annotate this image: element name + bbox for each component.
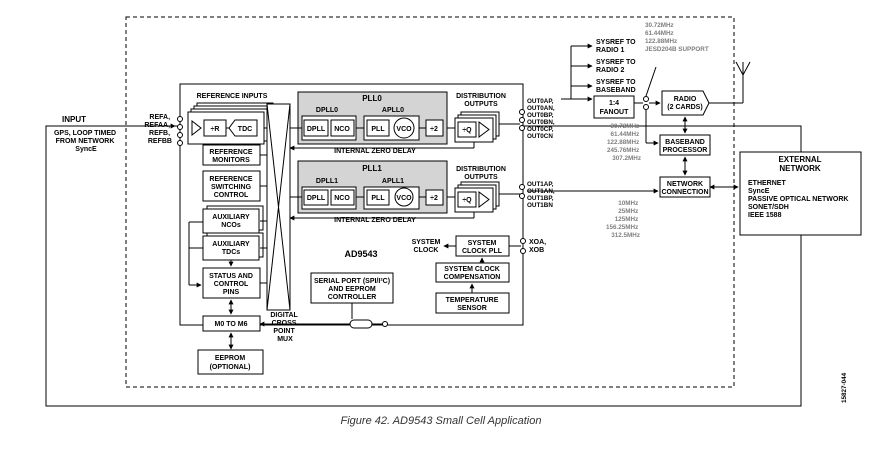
internal-zero-delay-1: INTERNAL ZERO DELAY	[334, 217, 416, 224]
freq-mid-label: 30.72MHz 61.44MHz 122.88MHz 245.76MHz 30…	[607, 123, 641, 162]
svg-text:÷R: ÷R	[211, 126, 220, 133]
input-label: INPUT	[62, 115, 86, 124]
svg-text:APLL0: APLL0	[382, 107, 404, 114]
auxiliary-tdcs-block	[202, 235, 260, 261]
svg-text:M0 TO M6: M0 TO M6	[215, 321, 248, 328]
ref-pin-circle	[177, 116, 183, 122]
reference-inputs-label: REFERENCE INPUTS	[197, 93, 268, 100]
ref-pin-circle	[177, 132, 183, 138]
eeprom-block	[197, 349, 264, 375]
svg-text:RADIO(2 CARDS): RADIO(2 CARDS)	[667, 96, 702, 111]
xoa-xob-label: XOA,XOB	[529, 239, 546, 254]
ref-pin-circle	[177, 124, 183, 130]
serial-bus-connector	[349, 319, 373, 329]
svg-text:NCO: NCO	[334, 195, 350, 202]
reference-switching-block	[202, 170, 261, 202]
svg-text:DPLL1: DPLL1	[316, 178, 338, 185]
svg-text:DPLL: DPLL	[307, 126, 326, 133]
figure-caption: Figure 42. AD9543 Small Cell Application	[341, 415, 542, 427]
svg-text:DPLL0: DPLL0	[316, 107, 338, 114]
ref-buffer-triangle	[191, 119, 202, 137]
svg-text:÷2: ÷2	[430, 195, 438, 202]
svg-text:PLL0: PLL0	[362, 94, 382, 103]
serial-port-block	[310, 272, 394, 304]
radio-block	[661, 90, 710, 116]
fanout-block	[593, 95, 635, 119]
freq-net-label: 10MHz 25MHz 125MHz 156.25MHz 312.5MHz	[606, 200, 640, 239]
freq-top-label: 30.72MHz 61.44MHz 122.88MHz JESD204B SUP…	[645, 22, 709, 53]
svg-text:VCO: VCO	[396, 126, 412, 133]
ref-pin-circle	[177, 140, 183, 146]
out1-pins-label: OUT1AP, OUT1AN, OUT1BP, OUT1BN	[527, 181, 556, 209]
svg-text:PLL: PLL	[371, 195, 385, 202]
svg-text:÷Q: ÷Q	[462, 197, 472, 204]
svg-text:VCO: VCO	[396, 195, 412, 202]
figure-code: 15827-044	[841, 372, 848, 403]
ad9543-label: AD9543	[344, 249, 377, 259]
svg-text:DPLL: DPLL	[307, 195, 326, 202]
svg-text:SERIAL PORT (SPI/I²C)AND EEPRO: SERIAL PORT (SPI/I²C)AND EEPROMCONTROLLE…	[314, 278, 390, 301]
system-clock-compensation-block	[435, 262, 510, 283]
baseband-processor-block	[659, 134, 711, 156]
svg-text:÷Q: ÷Q	[462, 127, 472, 134]
svg-text:÷2: ÷2	[430, 126, 438, 133]
auxiliary-ncos-block	[202, 208, 260, 234]
svg-text:TDC: TDC	[238, 126, 252, 133]
mux-label: DIGITAL CROSS POINT MUX	[270, 312, 299, 343]
svg-text:PLL1: PLL1	[362, 164, 382, 173]
tdc-block	[228, 119, 258, 137]
svg-text:NCO: NCO	[334, 126, 350, 133]
ref-pins-label: REFA, REFAA, REFB, REFBB	[144, 114, 172, 145]
svg-text:APLL1: APLL1	[382, 178, 404, 185]
svg-text:PLL: PLL	[371, 126, 385, 133]
status-control-pins-block	[202, 267, 261, 299]
gps-source-text: GPS, LOOP TIMED FROM NETWORK SyncE	[54, 130, 118, 153]
out0-pins-label: OUT0AP, OUT0AN, OUT0BP, OUT0BN, OUT0CP, …	[527, 98, 556, 140]
external-network-block	[739, 151, 862, 236]
internal-zero-delay-0: INTERNAL ZERO DELAY	[334, 148, 416, 155]
system-dashed-boundary	[125, 16, 735, 388]
svg-text:EEPROM(OPTIONAL): EEPROM(OPTIONAL)	[210, 355, 251, 371]
external-network-list: ETHERNET SyncE PASSIVE OPTICAL NETWORK S…	[748, 180, 850, 219]
